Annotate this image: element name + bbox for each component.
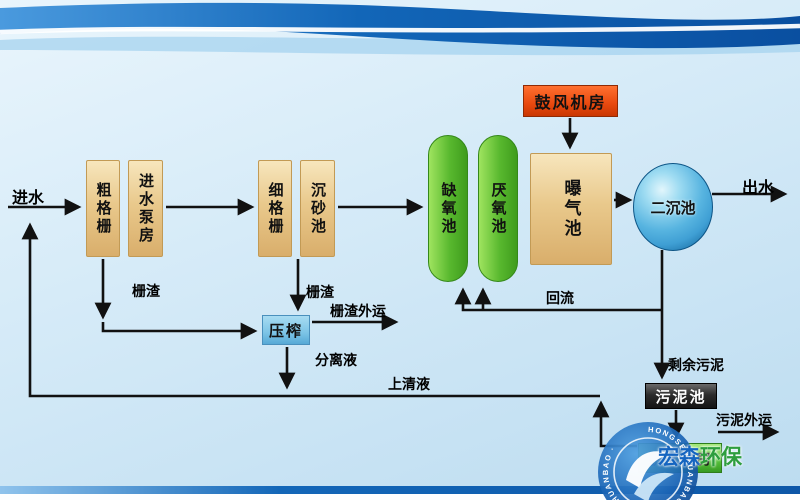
top-banner-wave [0, 2, 800, 56]
node-aeration-tank: 曝气池 [530, 153, 612, 265]
press-label: 压榨 [268, 322, 303, 340]
bottom-accent-bar [0, 486, 800, 494]
company-name: 宏森环保 [658, 441, 742, 471]
node-sludge-tank: 污泥池 [645, 383, 717, 409]
inlet-pump-house-label: 进水泵房 [137, 172, 154, 245]
screenings-fine-label: 栅渣 [306, 284, 334, 300]
supernatant-label: 上清液 [388, 376, 430, 392]
anaerobic-tank-label: 厌氧池 [489, 181, 507, 236]
node-anoxic-tank: 缺氧池 [428, 135, 468, 282]
arrow-screenings-to-press [101, 322, 258, 340]
node-blower-room: 鼓风机房 [523, 85, 618, 117]
line-supernatant-return [21, 222, 600, 398]
sludge-tank-label: 污泥池 [655, 388, 707, 406]
screenings-outbound-label: 栅渣外运 [330, 303, 386, 319]
return-flow-label: 回流 [546, 290, 574, 306]
node-fine-screen: 细格栅 [258, 160, 292, 257]
screenings-coarse-label: 栅渣 [132, 283, 160, 299]
node-secondary-clarifier: 二沉池 [633, 163, 713, 251]
company-name-part2: 环保 [700, 446, 742, 469]
company-logo-graphic: HONGSENHUANBAO · HONGSENHUANBAO · [598, 422, 698, 500]
secondary-clarifier-label: 二沉池 [650, 199, 696, 217]
inlet-water-label: 进水 [12, 190, 45, 207]
company-logo: HONGSENHUANBAO · HONGSENHUANBAO · [596, 420, 700, 500]
bottom-white-strip [0, 494, 800, 500]
banner-main-swoosh [0, 2, 800, 49]
outlet-water-label: 出水 [742, 180, 775, 197]
coarse-screen-label: 粗格栅 [94, 181, 112, 236]
separated-liquid-label: 分离液 [315, 352, 357, 368]
grit-chamber-label: 沉砂池 [309, 181, 326, 236]
logo-inner-ring [613, 437, 683, 500]
aeration-tank-label: 曝气池 [561, 179, 581, 239]
node-press: 压榨 [262, 315, 310, 345]
blower-room-label: 鼓风机房 [534, 95, 607, 112]
logo-swoosh-top [626, 451, 670, 488]
node-anaerobic-tank: 厌氧池 [478, 135, 518, 282]
banner-white-swoosh [0, 23, 800, 35]
node-coarse-screen: 粗格栅 [86, 160, 120, 257]
logo-swoosh-bottom [634, 472, 674, 500]
excess-sludge-label: 剩余污泥 [668, 357, 724, 373]
line-return-flow-to-anoxic [454, 287, 662, 312]
sludge-outbound-label: 污泥外运 [716, 412, 772, 428]
node-grit-chamber: 沉砂池 [300, 160, 335, 257]
banner-echo-shape [0, 32, 800, 56]
node-inlet-pump-house: 进水泵房 [128, 160, 163, 257]
fine-screen-label: 细格栅 [266, 181, 284, 236]
anoxic-tank-label: 缺氧池 [439, 181, 457, 236]
company-name-part1: 宏森 [658, 446, 700, 469]
